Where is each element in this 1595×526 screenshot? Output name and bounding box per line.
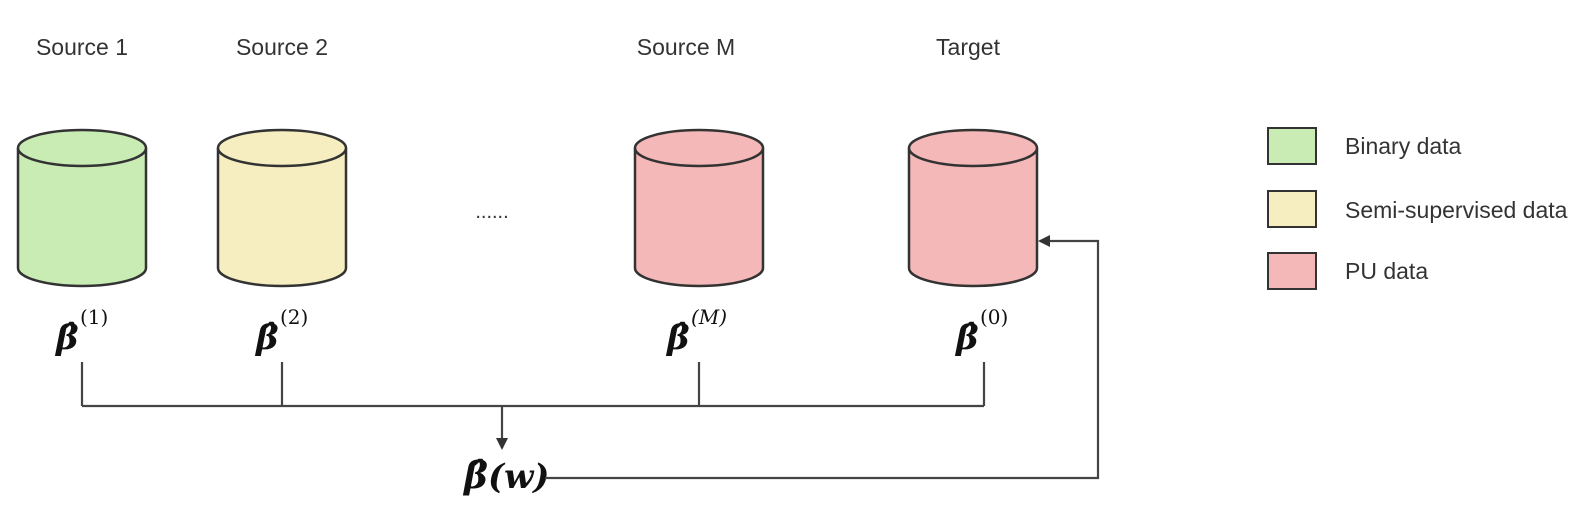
target-label: Target bbox=[936, 34, 1001, 60]
estimator-source-m: β̂ (M) bbox=[665, 305, 727, 358]
source-2-label: Source 2 bbox=[236, 34, 328, 60]
source-m-cylinder-body bbox=[633, 148, 765, 288]
legend-label-semi-supervised: Semi-supervised data bbox=[1345, 197, 1568, 223]
source-1-cylinder-top bbox=[16, 128, 148, 168]
legend: Binary data Semi-supervised data PU data bbox=[1267, 127, 1568, 290]
source-m-database-icon bbox=[633, 128, 765, 288]
source-2-cylinder-body bbox=[216, 148, 348, 288]
feedback-path bbox=[545, 235, 1100, 480]
ellipsis-text: ...... bbox=[475, 201, 508, 223]
estimator-symbol: β̂ bbox=[54, 318, 79, 358]
estimator-superscript: (1) bbox=[80, 305, 108, 329]
aggregate-symbol: β̂ bbox=[462, 455, 488, 497]
source-2-database-icon bbox=[216, 128, 348, 288]
source-2-cylinder-top bbox=[216, 128, 348, 168]
estimator-symbol: β̂ bbox=[954, 318, 979, 358]
estimator-superscript: (2) bbox=[280, 305, 308, 329]
legend-item-semi-supervised: Semi-supervised data bbox=[1267, 190, 1568, 228]
legend-label-pu: PU data bbox=[1345, 258, 1428, 284]
aggregate-argument: (w) bbox=[488, 457, 549, 497]
estimator-symbol: β̂ bbox=[665, 318, 690, 358]
estimator-superscript: (M) bbox=[691, 305, 727, 329]
legend-swatch-pu bbox=[1267, 252, 1317, 290]
legend-swatch-binary bbox=[1267, 127, 1317, 165]
source-1-label: Source 1 bbox=[36, 34, 128, 60]
legend-swatch-semi-supervised bbox=[1267, 190, 1317, 228]
aggregation-connectors bbox=[80, 362, 986, 450]
source-1-cylinder-body bbox=[16, 148, 148, 288]
estimator-source-2: β̂ (2) bbox=[254, 305, 308, 358]
legend-item-binary: Binary data bbox=[1267, 127, 1462, 165]
source-m-cylinder-top bbox=[633, 128, 765, 168]
estimator-source-1: β̂ (1) bbox=[54, 305, 108, 358]
legend-label-binary: Binary data bbox=[1345, 133, 1462, 159]
target-cylinder-body bbox=[907, 148, 1039, 288]
feedback-arrow bbox=[545, 235, 1100, 480]
aggregate-estimator: β̂ (w) bbox=[462, 455, 549, 497]
estimator-superscript: (0) bbox=[980, 305, 1008, 329]
source-1-database-icon bbox=[16, 128, 148, 288]
target-cylinder-top bbox=[907, 128, 1039, 168]
source-m-label: Source M bbox=[637, 34, 735, 60]
estimator-target: β̂ (0) bbox=[954, 305, 1008, 358]
legend-item-pu: PU data bbox=[1267, 252, 1428, 290]
estimator-symbol: β̂ bbox=[254, 318, 279, 358]
target-database-icon bbox=[907, 128, 1039, 288]
